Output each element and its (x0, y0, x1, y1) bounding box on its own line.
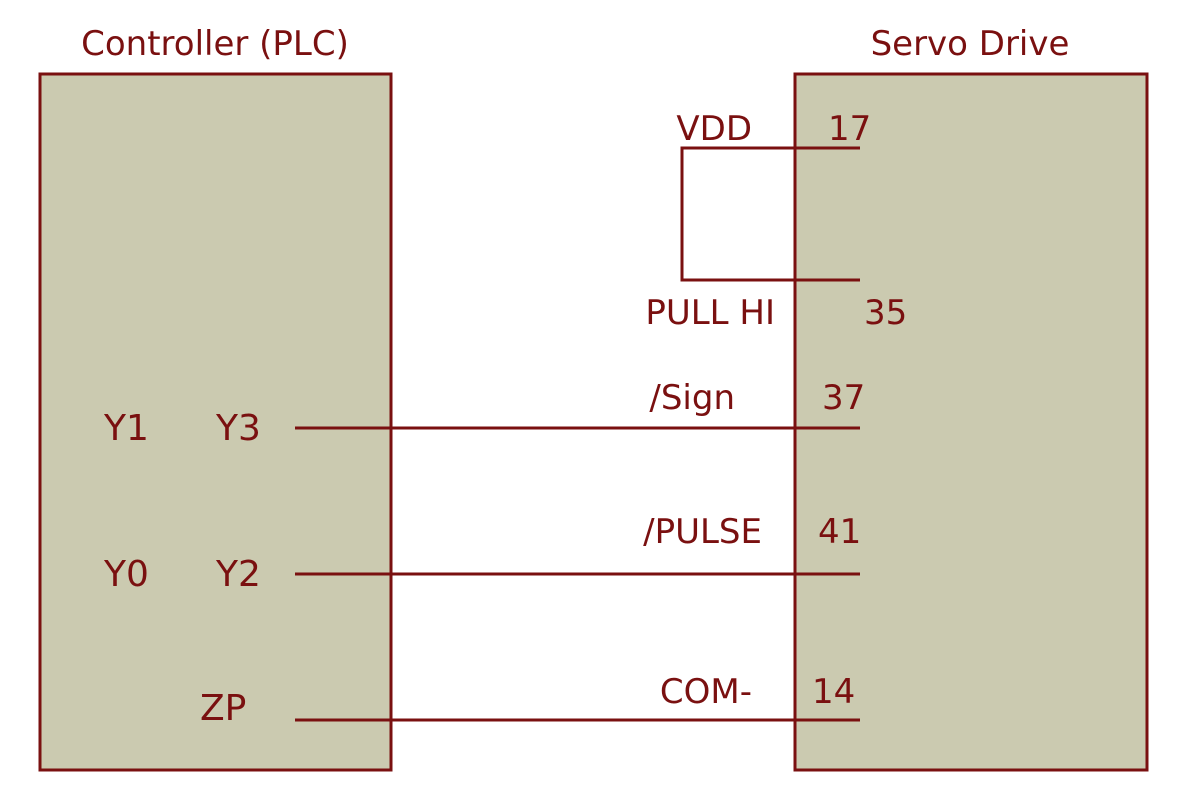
pin-number-41: 41 (818, 512, 861, 552)
port-label-y0: Y0 (103, 554, 149, 595)
controller-block (38, 72, 393, 772)
signal-label-pull-hi: PULL HI (645, 293, 775, 333)
controller-title: Controller (PLC) (81, 24, 349, 64)
pin-number-14: 14 (812, 672, 855, 712)
vdd-pull-hi-jumper-wire (680, 146, 860, 282)
signal-label-vdd: VDD (676, 109, 752, 149)
pin-number-17: 17 (828, 109, 871, 149)
signal-label-sign: /Sign (649, 378, 735, 418)
port-label-y2: Y2 (215, 554, 261, 595)
port-label-y1: Y1 (103, 408, 149, 449)
servo-drive-title: Servo Drive (871, 24, 1070, 64)
servo-drive-block (793, 72, 1149, 772)
port-label-zp: ZP (200, 688, 246, 729)
port-label-y3: Y3 (215, 408, 261, 449)
pin-number-35: 35 (864, 293, 907, 333)
pin-number-37: 37 (822, 378, 865, 418)
signal-label-pulse: /PULSE (643, 512, 762, 552)
signal-label-com: COM- (660, 672, 752, 712)
